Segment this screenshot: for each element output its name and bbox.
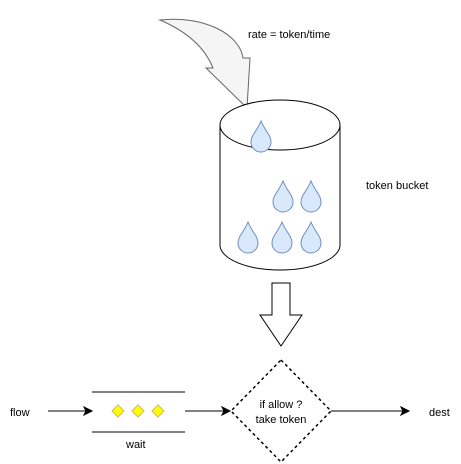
dest-label: dest [429, 407, 450, 419]
token-drop-icon [237, 220, 259, 254]
refill-curved-arrow [158, 18, 251, 110]
decision-text-line2: take token [256, 414, 307, 426]
bucket-top [219, 99, 341, 151]
token-drop-icon [272, 179, 294, 213]
rate-label: rate = token/time [248, 29, 330, 41]
wait-label: wait [125, 439, 146, 451]
queue-to-decision-arrow-head [220, 405, 232, 417]
token-drop-icon [271, 220, 293, 254]
flow-label: flow [10, 407, 30, 419]
token-drop-icon [300, 179, 322, 213]
wait-queue [92, 391, 185, 433]
queued-request-diamond [131, 404, 145, 418]
bucket-to-decision-arrow [259, 282, 303, 347]
flow-arrow-head [82, 405, 94, 417]
decision-text-line1: if allow ? [260, 399, 303, 411]
decision-diamond [229, 358, 333, 464]
token-drop-icon [250, 119, 272, 153]
token-drop-icon [300, 220, 322, 254]
queued-request-diamond [111, 404, 125, 418]
decision-to-dest-arrow-head [399, 405, 411, 417]
queued-request-diamond [151, 404, 165, 418]
bucket-label: token bucket [366, 180, 428, 192]
tokens-group [237, 119, 322, 254]
